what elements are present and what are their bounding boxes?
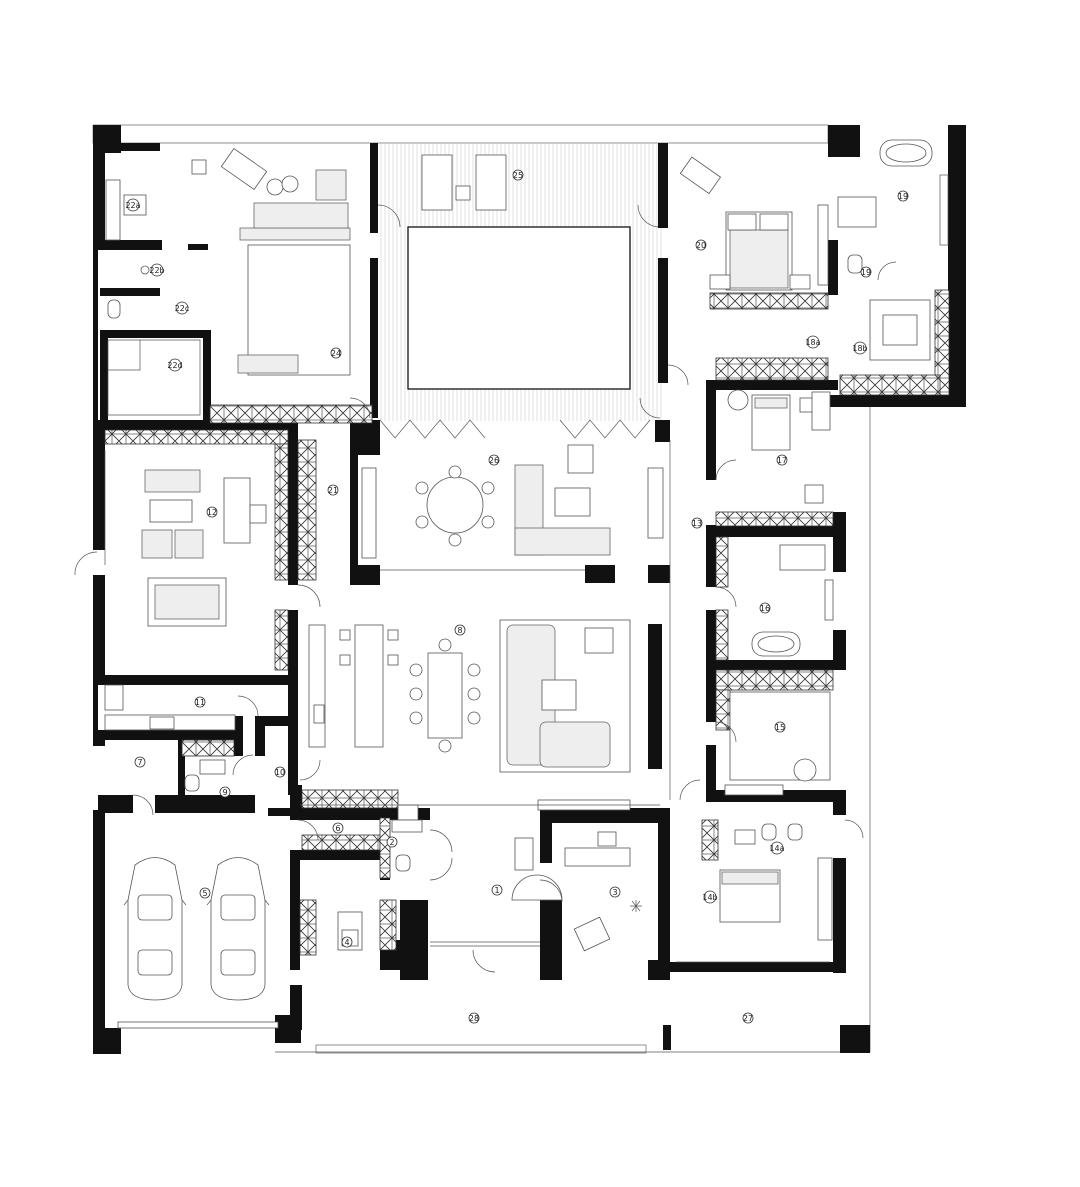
svg-text:25: 25 bbox=[513, 171, 523, 180]
svg-text:7: 7 bbox=[137, 758, 142, 767]
room-label: 14b bbox=[702, 890, 718, 904]
svg-text:9: 9 bbox=[222, 788, 227, 797]
room-label: 18a bbox=[805, 335, 821, 349]
svg-text:5: 5 bbox=[202, 889, 207, 898]
room-label: 10 bbox=[274, 766, 286, 778]
svg-text:14b: 14b bbox=[702, 893, 717, 902]
room-label: 7 bbox=[134, 756, 146, 768]
svg-text:21: 21 bbox=[328, 486, 338, 495]
room-9-fixtures bbox=[184, 759, 226, 792]
room-label: 1 bbox=[491, 884, 503, 896]
room-label: 20 bbox=[695, 239, 707, 251]
room-label: 24 bbox=[330, 347, 342, 359]
svg-text:20: 20 bbox=[696, 241, 706, 250]
svg-text:19: 19 bbox=[861, 268, 871, 277]
garage-door bbox=[117, 1021, 279, 1029]
svg-text:28: 28 bbox=[469, 1014, 479, 1023]
room-label: 25 bbox=[512, 169, 524, 181]
room-label: 22b bbox=[149, 263, 165, 277]
room-17-furniture bbox=[727, 389, 831, 504]
svg-text:27: 27 bbox=[743, 1014, 753, 1023]
svg-text:22c: 22c bbox=[175, 304, 190, 313]
room-label: 22c bbox=[175, 301, 190, 315]
room-labels: 1 2 3 4 5 6 7 8 9 10 11 12 13 14a 14b 15… bbox=[125, 169, 909, 1024]
room-14-furniture bbox=[719, 823, 833, 941]
svg-text:12: 12 bbox=[207, 508, 217, 517]
room-label: 5 bbox=[199, 887, 211, 899]
room-15-furniture bbox=[724, 691, 831, 796]
room-label: 9 bbox=[219, 786, 231, 798]
room-2-fixtures bbox=[391, 819, 423, 872]
svg-text:13: 13 bbox=[692, 519, 702, 528]
room-label: 19 bbox=[860, 266, 872, 278]
room-26-furniture bbox=[361, 419, 664, 559]
room-label: 12 bbox=[206, 506, 218, 518]
room-label: 11 bbox=[194, 696, 206, 708]
bathtub-icon bbox=[879, 139, 933, 167]
room-label: 8 bbox=[454, 624, 466, 636]
svg-text:17: 17 bbox=[777, 456, 787, 465]
svg-text:26: 26 bbox=[489, 456, 499, 465]
svg-text:16: 16 bbox=[760, 604, 770, 613]
pool-icon bbox=[407, 226, 631, 390]
svg-text:10: 10 bbox=[275, 768, 285, 777]
svg-text:24: 24 bbox=[331, 349, 341, 358]
room-label: 27 bbox=[742, 1012, 754, 1024]
room-label: 18b bbox=[852, 341, 868, 355]
svg-text:22b: 22b bbox=[149, 266, 164, 275]
room-label: 28 bbox=[468, 1012, 480, 1024]
room-label: 15 bbox=[774, 721, 786, 733]
svg-text:8: 8 bbox=[457, 626, 462, 635]
svg-text:1: 1 bbox=[494, 886, 499, 895]
svg-text:14a: 14a bbox=[769, 844, 784, 853]
svg-text:2: 2 bbox=[389, 838, 394, 847]
room-20-furniture bbox=[679, 156, 829, 291]
room-11-fixtures bbox=[104, 684, 236, 731]
room-label: 4 bbox=[341, 936, 353, 948]
room-24-furniture bbox=[188, 147, 351, 376]
svg-text:6: 6 bbox=[335, 824, 340, 833]
room-label: 16 bbox=[759, 602, 771, 614]
room-16-fixtures bbox=[751, 544, 834, 657]
svg-text:3: 3 bbox=[612, 888, 617, 897]
sun-loungers bbox=[421, 154, 507, 211]
walls bbox=[93, 125, 966, 1054]
room-22-fixtures bbox=[105, 179, 201, 416]
svg-text:19: 19 bbox=[898, 192, 908, 201]
room-12-furniture bbox=[104, 450, 267, 627]
car-icon bbox=[123, 857, 187, 1001]
svg-text:4: 4 bbox=[344, 938, 349, 947]
room-label: 3 bbox=[609, 886, 621, 898]
svg-text:18a: 18a bbox=[805, 338, 820, 347]
room-label: 17 bbox=[776, 454, 788, 466]
svg-text:22a: 22a bbox=[125, 201, 140, 210]
room-label: 22a bbox=[125, 198, 141, 212]
svg-text:15: 15 bbox=[775, 723, 785, 732]
room-19-fixtures bbox=[837, 174, 949, 361]
room-label: 22d bbox=[167, 358, 183, 372]
door-swings bbox=[74, 204, 897, 973]
svg-text:11: 11 bbox=[195, 698, 205, 707]
room-label: 13 bbox=[691, 517, 703, 529]
svg-text:22d: 22d bbox=[167, 361, 182, 370]
room-label: 19 bbox=[897, 190, 909, 202]
car-icon bbox=[206, 857, 270, 1001]
room-label: 26 bbox=[488, 454, 500, 466]
built-in-storage bbox=[104, 289, 950, 956]
room-label: 14a bbox=[769, 841, 785, 855]
glazing bbox=[300, 440, 830, 963]
room-3-furniture bbox=[564, 831, 642, 952]
svg-text:18b: 18b bbox=[852, 344, 867, 353]
room-label: 2 bbox=[386, 836, 398, 848]
room-label: 21 bbox=[327, 484, 339, 496]
room-label: 6 bbox=[332, 822, 344, 834]
